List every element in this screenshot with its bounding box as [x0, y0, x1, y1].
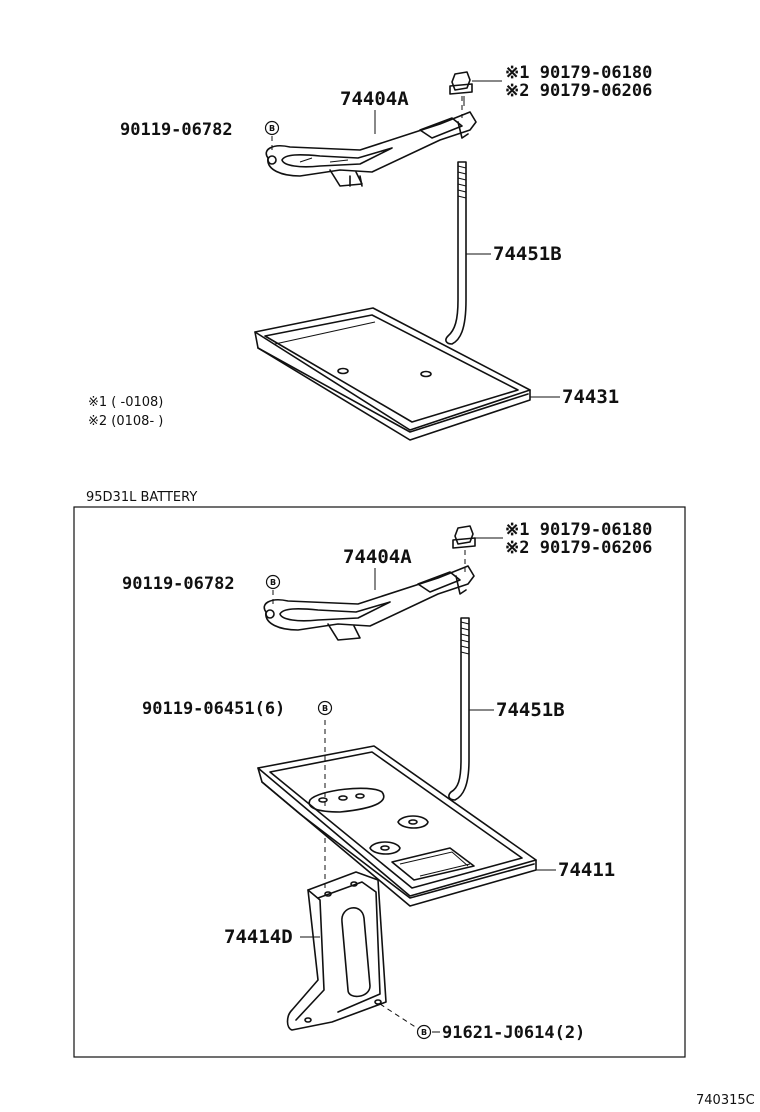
- note-line-1: ※1 ( -0108): [88, 395, 163, 410]
- rod-label-box: 74451B: [496, 699, 565, 721]
- bolt-label-box-bottom: 91621-J0614(2): [442, 1023, 585, 1043]
- nut-label-box-2: ※2 90179-06206: [505, 538, 652, 558]
- bracket-label: 74414D: [224, 926, 293, 948]
- nut-label-top-1: ※1 90179-06180: [505, 63, 652, 83]
- bolt-label-top-left: 90119-06782: [120, 120, 233, 140]
- bolt-symbol-icon: B: [317, 700, 333, 716]
- rod-label-top: 74451B: [493, 243, 562, 265]
- tray-label-top: 74431: [562, 386, 619, 408]
- bolt-symbol-icon: B: [416, 1024, 432, 1040]
- clamp-label-box: 74404A: [343, 546, 412, 568]
- battery-bracket: [286, 871, 387, 1031]
- nut-label-box-1: ※1 90179-06180: [505, 520, 652, 540]
- note-line-2: ※2 (0108- ): [88, 414, 163, 429]
- diagram-code: 740315C: [696, 1093, 755, 1108]
- hold-down-rod-box: [448, 617, 470, 801]
- bolt-symbol-icon: B: [265, 574, 281, 590]
- battery-clamp-top: [265, 111, 477, 187]
- svg-text:B: B: [270, 578, 276, 587]
- battery-95d31l-section: 95D31L BATTERY: [73, 490, 686, 1058]
- top-section: 74404A 90119-06782 B ※1 90179-06180 ※2 9…: [88, 63, 652, 441]
- svg-text:B: B: [269, 124, 275, 133]
- hold-down-rod-top: [445, 161, 467, 345]
- nut-label-top-2: ※2 90179-06206: [505, 81, 652, 101]
- bolt-label-box-mid: 90119-06451(6): [142, 699, 285, 719]
- svg-text:B: B: [421, 1028, 427, 1037]
- flange-nut-box: [452, 525, 476, 572]
- battery-tray-box: [257, 745, 537, 907]
- section-frame: [73, 506, 686, 1058]
- flange-nut-top: [449, 71, 473, 118]
- tray-label-box: 74411: [558, 859, 615, 881]
- battery-tray-top: [254, 307, 531, 441]
- clamp-label-top: 74404A: [340, 88, 409, 110]
- section-caption: 95D31L BATTERY: [86, 490, 197, 505]
- svg-text:B: B: [322, 704, 328, 713]
- battery-clamp-box: [263, 565, 475, 641]
- bolt-label-box-left: 90119-06782: [122, 574, 235, 594]
- bolt-symbol-icon: B: [264, 120, 280, 136]
